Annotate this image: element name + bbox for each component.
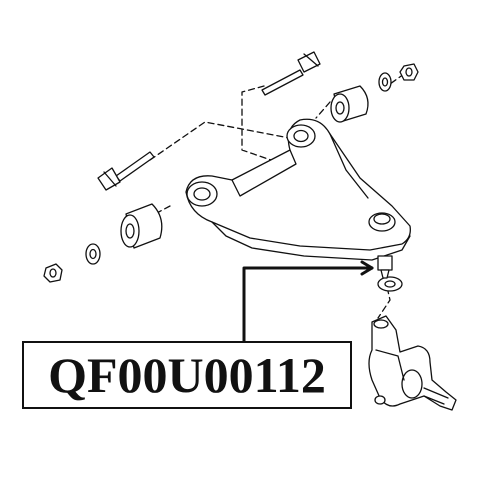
nut	[43, 63, 419, 283]
bolt-rear	[261, 51, 321, 96]
bolt-front	[97, 151, 155, 191]
callout-arrow	[242, 260, 374, 343]
upper-control-arm	[185, 118, 411, 261]
steering-knuckle	[368, 315, 457, 411]
bushing-rear	[330, 85, 369, 123]
part-number-text: QF00U00112	[48, 347, 326, 403]
washer	[85, 72, 403, 292]
bushing-front	[120, 203, 163, 249]
part-number-label: QF00U00112	[22, 341, 352, 409]
ball-joint	[377, 255, 393, 279]
